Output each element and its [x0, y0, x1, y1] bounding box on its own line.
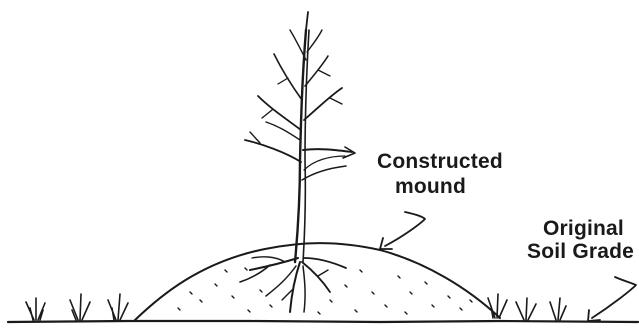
- label-constructed: Constructed: [377, 150, 503, 173]
- label-soil-grade: Soil Grade: [527, 240, 634, 263]
- grade-pointer-arrow-icon: [588, 277, 636, 321]
- grass-tuft-icon: [26, 294, 566, 320]
- tree-sapling-icon: [240, 12, 355, 312]
- mound-outline: [135, 243, 500, 320]
- label-original: Original: [543, 217, 624, 240]
- mound-stipple: [178, 268, 472, 314]
- pointer-arrow-icon: [380, 212, 425, 249]
- label-mound: mound: [395, 175, 466, 198]
- soil-grade-line: [8, 321, 638, 322]
